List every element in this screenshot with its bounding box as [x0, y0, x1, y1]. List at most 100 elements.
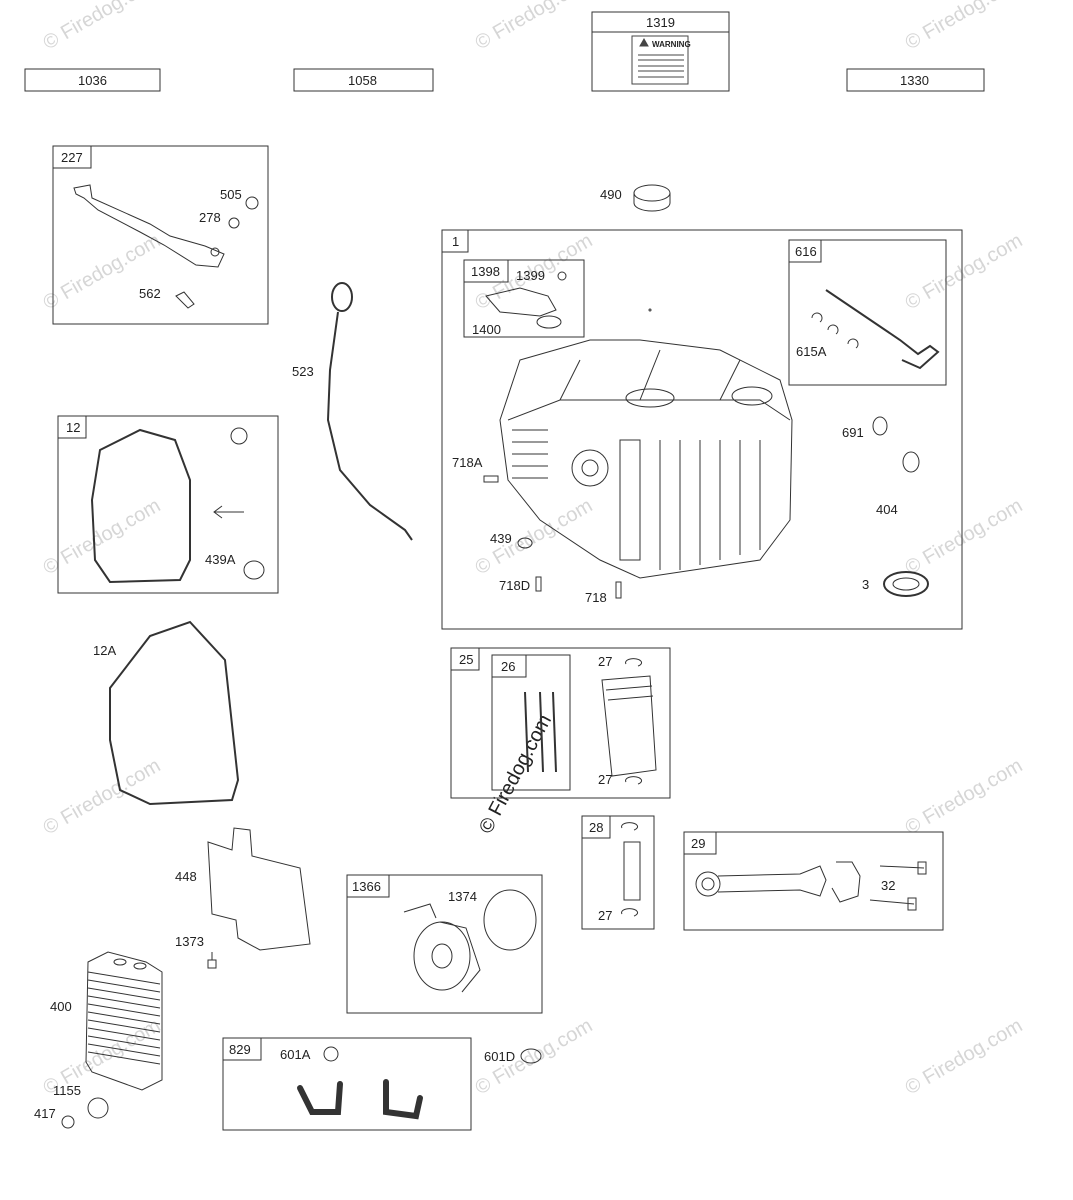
group-1398-label: 1398 — [471, 264, 500, 279]
filter-adapter-icon[interactable] — [403, 903, 481, 993]
callout-439A: 439A — [205, 552, 236, 567]
watermark-text-dark: © Firedog.com — [475, 711, 556, 837]
watermark-text: © Firedog.com — [40, 0, 165, 54]
plug-icon[interactable] — [633, 184, 671, 202]
seal-icon[interactable] — [243, 560, 265, 580]
callout-505: 505 — [220, 187, 242, 202]
clip-icon[interactable] — [621, 822, 638, 831]
callout-417: 417 — [34, 1106, 56, 1121]
watermark-text: © Firedog.com — [902, 755, 1027, 840]
piston-rings-icon[interactable] — [524, 691, 557, 773]
callout-718: 718 — [585, 590, 607, 605]
group-12: 12 439A — [57, 415, 279, 594]
dipstick-tube-icon[interactable] — [326, 311, 413, 541]
part-1330-label: 1330 — [900, 73, 929, 88]
washer-icon[interactable] — [228, 217, 240, 229]
watermark-text: © Firedog.com — [40, 230, 165, 315]
callout-27: 27 — [598, 908, 612, 923]
group-616-label: 616 — [795, 244, 817, 259]
group-227-label: 227 — [61, 150, 83, 165]
callout-32: 32 — [881, 878, 895, 893]
washer-icon[interactable] — [872, 416, 888, 436]
seal-icon[interactable] — [230, 427, 248, 445]
group-1366: 1366 1374 — [346, 874, 543, 1014]
hose-icon[interactable] — [383, 1079, 423, 1120]
part-1058-label: 1058 — [348, 73, 377, 88]
gasket-plate-icon[interactable] — [485, 287, 557, 317]
part-1319-box[interactable] — [591, 11, 730, 92]
group-28: 28 27 — [581, 815, 655, 930]
washer-icon[interactable] — [87, 1097, 109, 1119]
dowel-icon[interactable] — [483, 475, 499, 483]
clip-icon[interactable] — [625, 776, 642, 785]
callout-439: 439 — [490, 531, 512, 546]
part-1319-label: 1319 — [646, 15, 675, 30]
watermark-text: © Firedog.com — [902, 0, 1027, 54]
hose-icon[interactable] — [297, 1081, 343, 1115]
wrist-pin-icon[interactable] — [623, 841, 641, 901]
part-1036-box[interactable] — [24, 68, 161, 92]
warning-decal-label: WARNING — [652, 40, 691, 49]
callout-718A: 718A — [452, 455, 483, 470]
bolt-icon[interactable] — [175, 291, 195, 309]
governor-lever-icon[interactable] — [73, 184, 225, 268]
warning-decal-icon — [631, 35, 689, 85]
clamp-icon[interactable] — [323, 1046, 339, 1062]
callout-12A: 12A — [93, 643, 116, 658]
part-12A: 12A — [93, 620, 240, 806]
part-1058-box[interactable] — [293, 68, 434, 92]
gasket-icon[interactable] — [109, 620, 240, 806]
callout-615A: 615A — [796, 344, 827, 359]
callout-3: 3 — [862, 577, 869, 592]
watermark-text: © Firedog.com — [902, 1015, 1027, 1100]
pin-icon[interactable] — [615, 581, 622, 599]
callout-27: 27 — [598, 654, 612, 669]
group-829-label: 829 — [229, 1042, 251, 1057]
callout-27: 27 — [598, 772, 612, 787]
callout-404: 404 — [876, 502, 898, 517]
callout-400: 400 — [50, 999, 72, 1014]
group-12-label: 12 — [66, 420, 80, 435]
callout-718D: 718D — [499, 578, 530, 593]
piston-icon[interactable] — [601, 675, 657, 777]
group-829: 829 601A — [222, 1037, 472, 1131]
bolt-icon[interactable] — [869, 897, 917, 911]
arrow-left-icon — [213, 505, 244, 519]
gasket-icon[interactable] — [90, 428, 191, 584]
seal-icon[interactable] — [517, 537, 533, 549]
bolt-icon[interactable] — [207, 952, 217, 969]
nut-icon[interactable] — [61, 1115, 75, 1129]
oil-cooler-icon[interactable] — [85, 951, 163, 1091]
group-1: 1 1398 1399 1400 616 615A — [441, 229, 963, 630]
callout-601D: 601D — [484, 1049, 515, 1064]
callout-523: 523 — [292, 364, 314, 379]
part-1330-box[interactable] — [846, 68, 985, 92]
callout-490: 490 — [600, 187, 622, 202]
callout-1374: 1374 — [448, 889, 477, 904]
callout-1373: 1373 — [175, 934, 204, 949]
pin-icon[interactable] — [535, 576, 542, 592]
part-1036-label: 1036 — [78, 73, 107, 88]
clamp-icon[interactable] — [520, 1048, 542, 1064]
crankcase-icon[interactable] — [499, 308, 793, 579]
callout-601A: 601A — [280, 1047, 311, 1062]
oring-icon[interactable] — [536, 315, 562, 329]
group-1-label: 1 — [452, 234, 459, 249]
dipstick-handle-icon[interactable] — [331, 282, 353, 312]
bracket-icon[interactable] — [207, 827, 311, 951]
oil-seal-icon[interactable] — [883, 571, 929, 597]
shaft-icon[interactable] — [825, 289, 940, 370]
washer-icon[interactable] — [902, 451, 920, 473]
connecting-rod-icon[interactable] — [695, 861, 861, 903]
callout-1155: 1155 — [53, 1083, 81, 1098]
screw-icon[interactable] — [557, 271, 567, 281]
oring-icon[interactable] — [483, 889, 537, 951]
nut-icon[interactable] — [245, 196, 259, 210]
clip-icon[interactable] — [625, 658, 642, 667]
bolt-icon[interactable] — [879, 861, 927, 875]
group-25-label: 25 — [459, 652, 473, 667]
callout-278: 278 — [199, 210, 221, 225]
clip-icon[interactable] — [621, 908, 638, 917]
clip-icon[interactable] — [811, 312, 859, 349]
